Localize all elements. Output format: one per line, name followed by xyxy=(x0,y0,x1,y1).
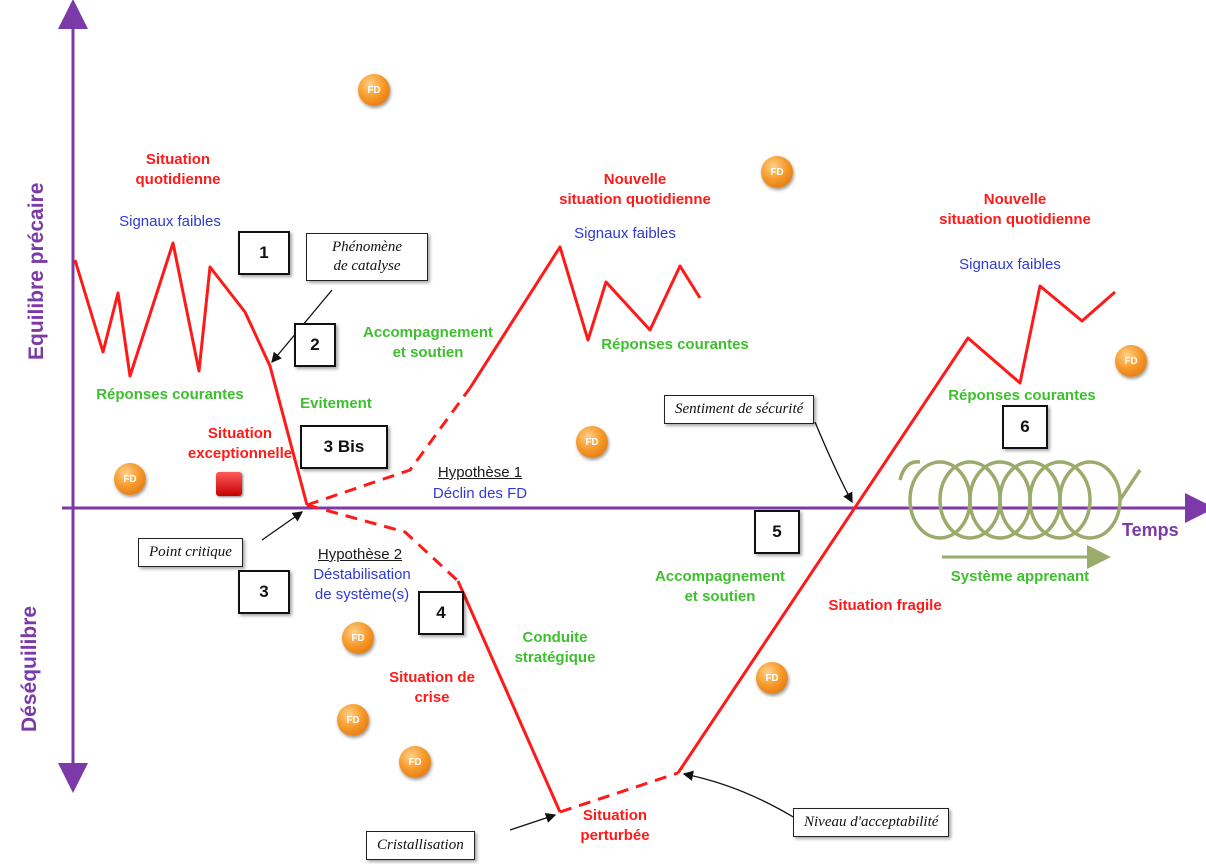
arrow-point-critique xyxy=(261,511,304,541)
alert-flag-icon xyxy=(216,472,242,496)
label-situation-fragile: Situation fragile xyxy=(828,597,942,614)
label-signaux-faibles-3: Signaux faibles xyxy=(959,256,1061,273)
callout-phenomene-catalyse: Phénomène de catalyse xyxy=(306,233,428,281)
label-accompagnement-1: Accompagnement et soutien xyxy=(362,324,494,362)
y-axis-bottom-label: Déséquilibre xyxy=(18,605,41,732)
label-reponses-courantes-1: Réponses courantes xyxy=(96,386,244,403)
label-evitement: Evitement xyxy=(300,395,372,412)
label-situation-exceptionnelle: Situation exceptionnelle xyxy=(187,425,293,463)
label-hypothese-2-text: Déstabilisation de système(s) xyxy=(313,566,411,604)
label-conduite-strategique: Conduite stratégique xyxy=(514,629,596,667)
label-hypothese-1-text: Déclin des FD xyxy=(432,485,528,502)
fd-circle: FD xyxy=(1115,345,1147,377)
number-box-3: 3 xyxy=(238,570,290,614)
number-box-2: 2 xyxy=(294,323,336,367)
callout-point-critique: Point critique xyxy=(138,538,243,567)
fd-circle: FD xyxy=(576,426,608,458)
x-axis-label: Temps xyxy=(1122,520,1179,540)
arrow-securite xyxy=(814,421,853,504)
callout-cristallisation: Cristallisation xyxy=(366,831,475,860)
spring-learning-system xyxy=(898,460,1142,540)
label-hypothese-2-title: Hypothèse 2 xyxy=(317,546,403,563)
fd-circle: FD xyxy=(358,74,390,106)
label-situation-de-crise: Situation de crise xyxy=(389,669,475,707)
arrow-acceptabilite xyxy=(682,770,796,819)
curve-hyp1-solid xyxy=(468,245,702,389)
number-box-3-bis: 3 Bis xyxy=(300,425,388,469)
label-accompagnement-2: Accompagnement et soutien xyxy=(654,568,786,606)
callout-sentiment-securite: Sentiment de sécurité xyxy=(664,395,815,424)
number-box-1: 1 xyxy=(238,231,290,275)
label-reponses-courantes-3: Réponses courantes xyxy=(948,387,1096,404)
fd-circle: FD xyxy=(342,622,374,654)
curve-initial xyxy=(73,241,309,506)
curve-hyp2-dashed xyxy=(306,503,460,583)
callout-niveau-acceptabilite: Niveau d'acceptabilité xyxy=(793,808,950,837)
curve-crisis xyxy=(456,580,562,813)
number-box-6: 6 xyxy=(1002,405,1048,449)
curve-recovery xyxy=(676,284,1116,774)
fd-circle: FD xyxy=(756,662,788,694)
curve-perturbed-dashed xyxy=(559,771,679,814)
arrow-cristallisation xyxy=(509,812,557,831)
label-hypothese-1-title: Hypothèse 1 xyxy=(437,464,523,481)
label-situation-quotidienne: Situation quotidienne xyxy=(135,151,221,189)
fd-circle: FD xyxy=(114,463,146,495)
label-nouvelle-situation-2: Nouvelle situation quotidienne xyxy=(939,191,1091,229)
fd-circle: FD xyxy=(399,746,431,778)
label-signaux-faibles-2: Signaux faibles xyxy=(574,225,676,242)
y-axis-top-label: Equilibre précaire xyxy=(25,182,48,360)
label-systeme-apprenant: Système apprenant xyxy=(950,568,1090,585)
label-situation-perturbee: Situation perturbée xyxy=(580,807,650,845)
number-box-5: 5 xyxy=(754,510,800,554)
number-box-4: 4 xyxy=(418,591,464,635)
fd-circle: FD xyxy=(761,156,793,188)
fd-circle: FD xyxy=(337,704,369,736)
label-nouvelle-situation-1: Nouvelle situation quotidienne xyxy=(559,171,711,209)
curve-hyp1-dashed xyxy=(306,387,472,507)
label-signaux-faibles-1: Signaux faibles xyxy=(119,213,221,230)
label-reponses-courantes-2: Réponses courantes xyxy=(601,336,749,353)
